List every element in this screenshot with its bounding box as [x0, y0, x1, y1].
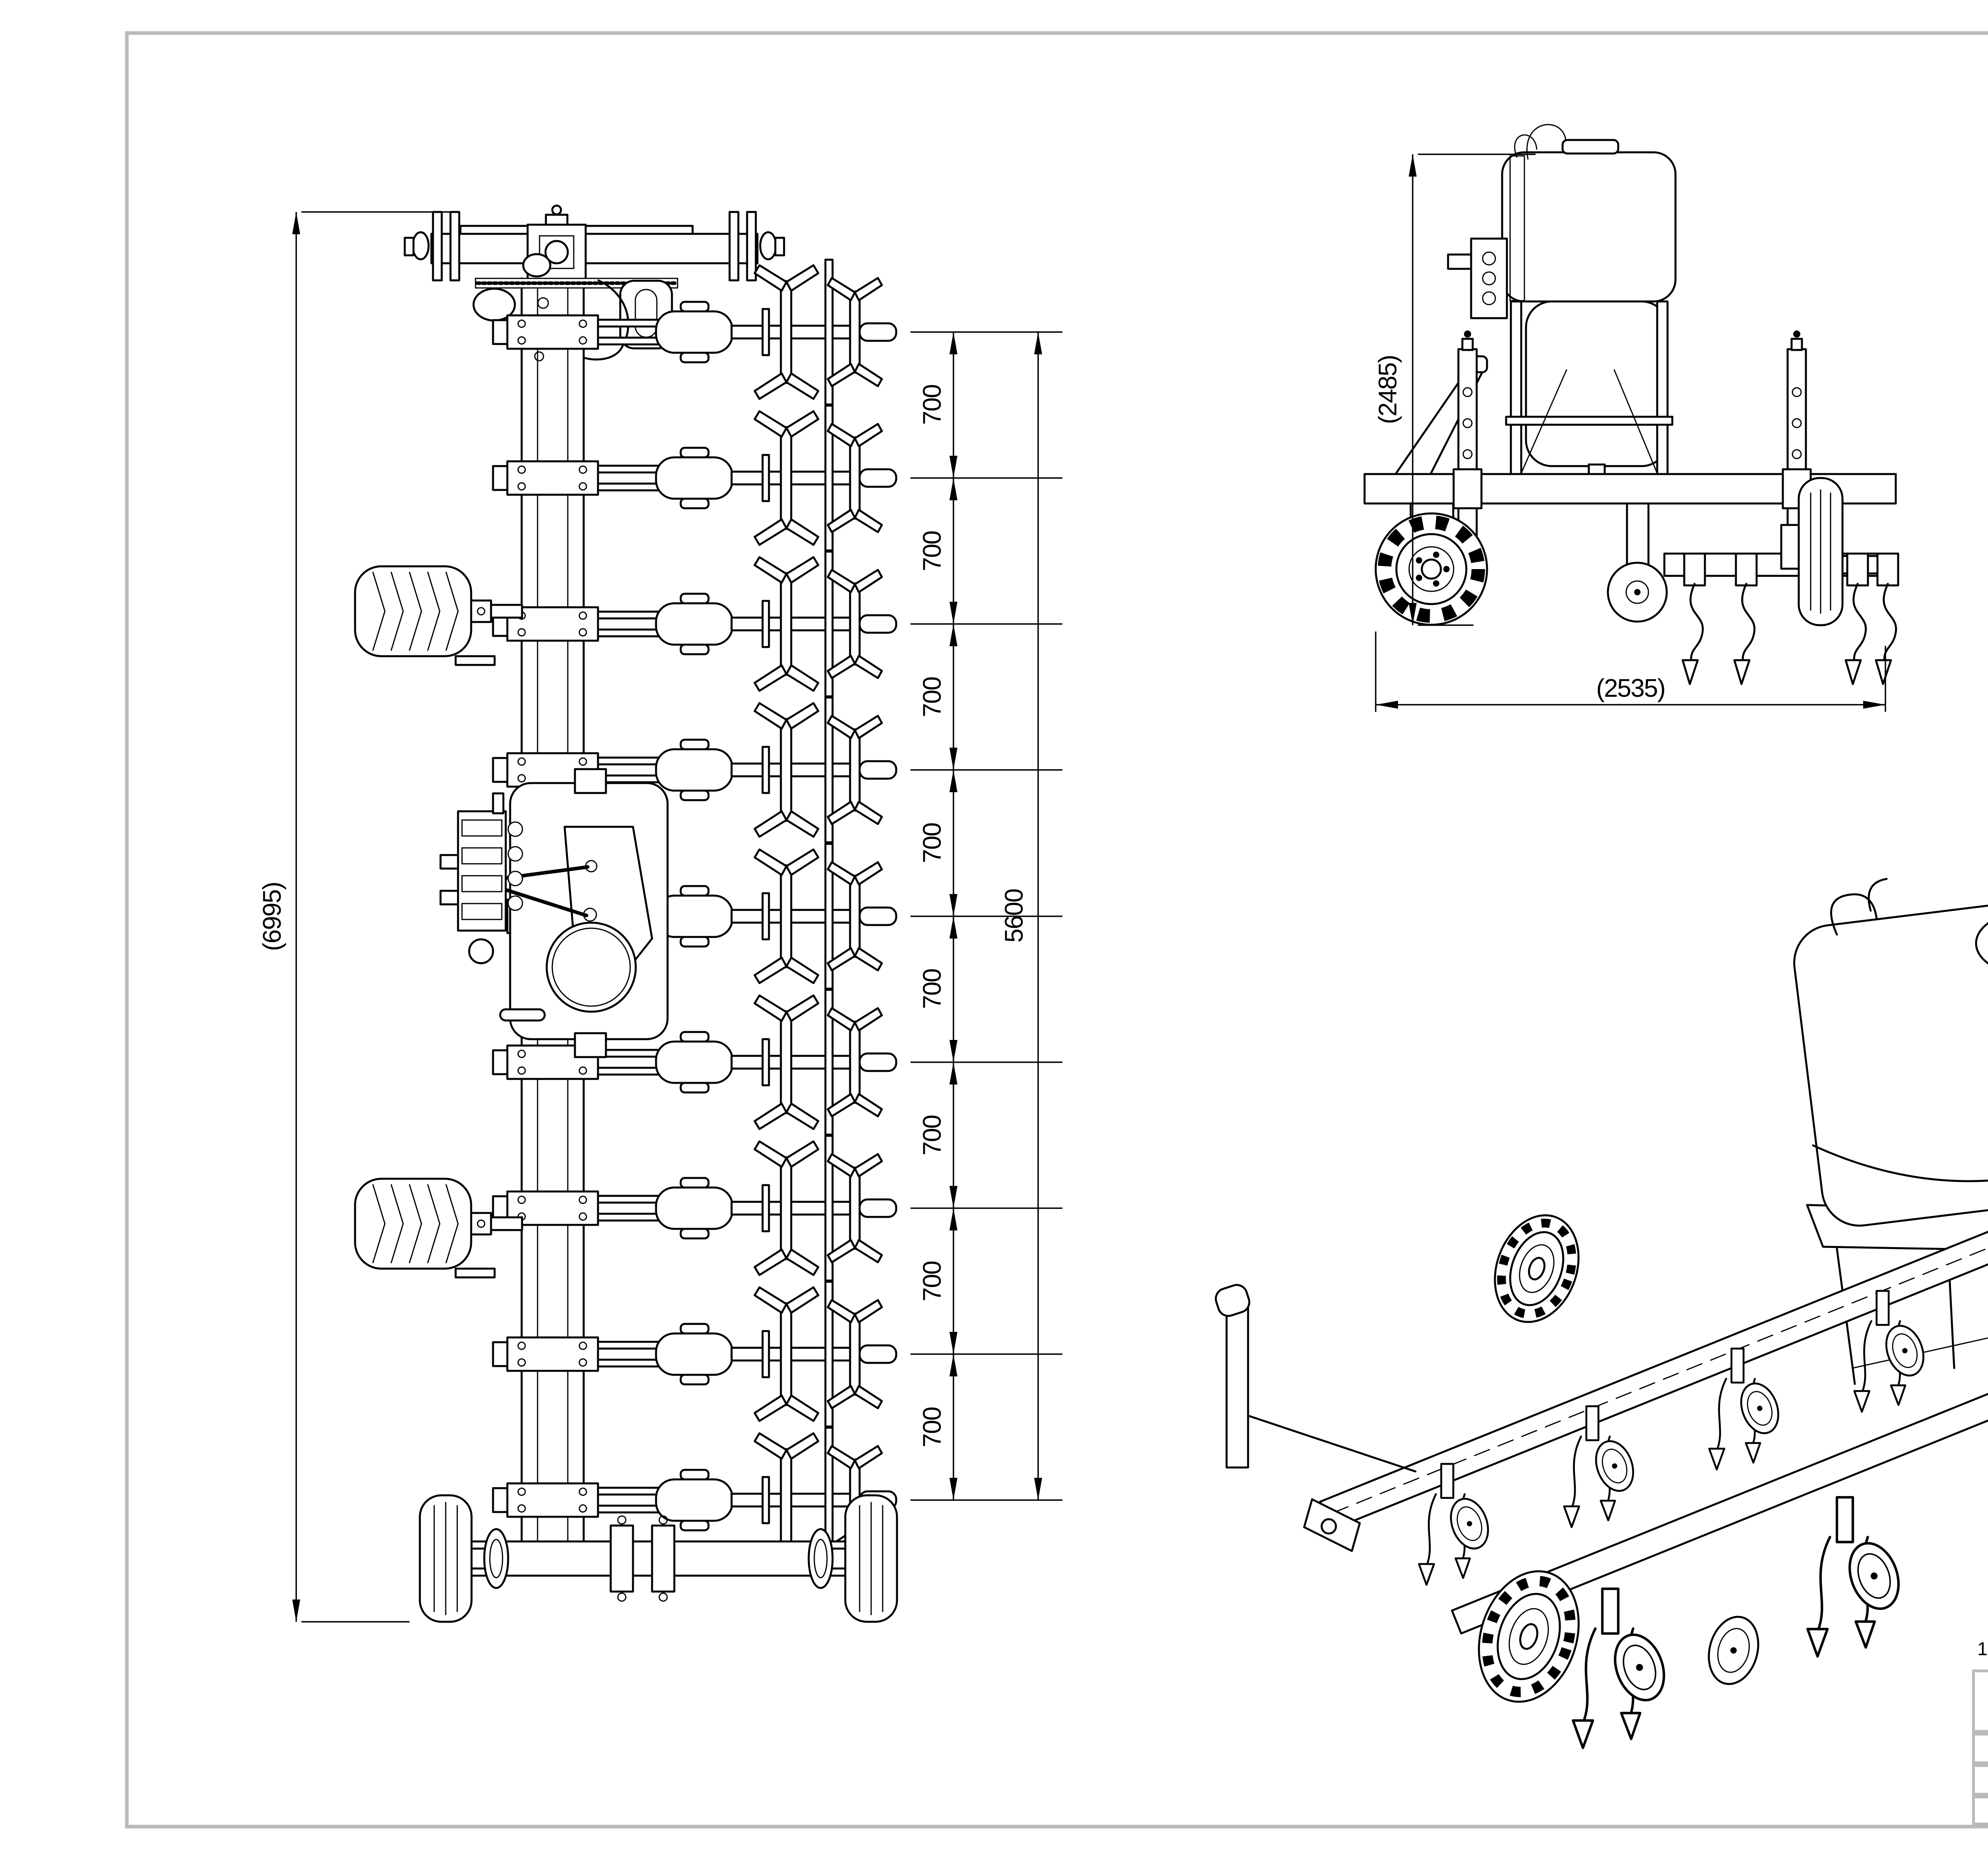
dim-row-spacing-3: 700 — [918, 677, 946, 717]
support-tire-upper — [355, 566, 522, 665]
dim-working-width: 5600 — [1000, 889, 1028, 943]
front-dimensions: (2485) (2535) — [1373, 154, 1886, 712]
caster-wheel-front — [1607, 502, 1668, 623]
company-logo: WGAgro — [1972, 1670, 1988, 1733]
dim-row-spacing-7: 700 — [918, 1261, 946, 1301]
iso-tank — [1793, 878, 1988, 1385]
dim-row-spacing-2: 700 — [918, 531, 946, 571]
title-block: WGAgro WG 0002.603 Mass: 2222.48 Materia… — [1972, 1670, 1988, 1825]
right-gauge-wheel-front — [1798, 477, 1844, 626]
page-border — [125, 31, 1988, 1829]
dim-overall-length: (6995) — [258, 882, 286, 951]
dim-row-spacing-5: 700 — [918, 969, 946, 1009]
plan-dimensions: (6995) 700 700 700 700 700 700 700 — [258, 211, 1062, 1623]
tank-front-upper — [1501, 151, 1677, 303]
dim-row-spacing-4: 700 — [918, 823, 946, 863]
iso-marker-post-left — [1215, 1284, 1417, 1473]
left-mast — [1458, 330, 1477, 546]
support-tire-lower — [355, 1179, 522, 1277]
rear-axle — [420, 1495, 897, 1622]
iso-gauge-wheel — [1708, 1615, 1759, 1685]
mass-field: Mass: 2222.48 — [1972, 1733, 1988, 1764]
tank-plan — [439, 768, 669, 1058]
tank-front-lower — [1525, 300, 1669, 467]
iso-drive-wheel-upper — [1494, 1214, 1580, 1323]
valve-block-front — [1470, 237, 1508, 319]
dim-front-height: (2485) — [1373, 356, 1402, 424]
isometric-view — [1215, 878, 1988, 1748]
material-field: Material: — [1972, 1764, 1988, 1796]
dim-front-width: (2535) — [1596, 674, 1665, 702]
plan-view: (6995) 700 700 700 700 700 700 700 — [258, 204, 1062, 1623]
dim-row-spacing-8: 700 — [918, 1407, 946, 1447]
dim-row-spacing-6: 700 — [918, 1115, 946, 1155]
tine-bar-front — [1663, 477, 1898, 684]
scale-field: Scale: 1:30 — [1972, 1796, 1988, 1825]
dim-row-spacing-1: 700 — [918, 385, 946, 425]
front-view: (2485) (2535) — [1363, 124, 1898, 712]
general-note: 1. Possible dimensional deviations accor… — [1977, 1638, 1988, 1659]
iso-drive-wheel-lower — [1478, 1570, 1580, 1703]
